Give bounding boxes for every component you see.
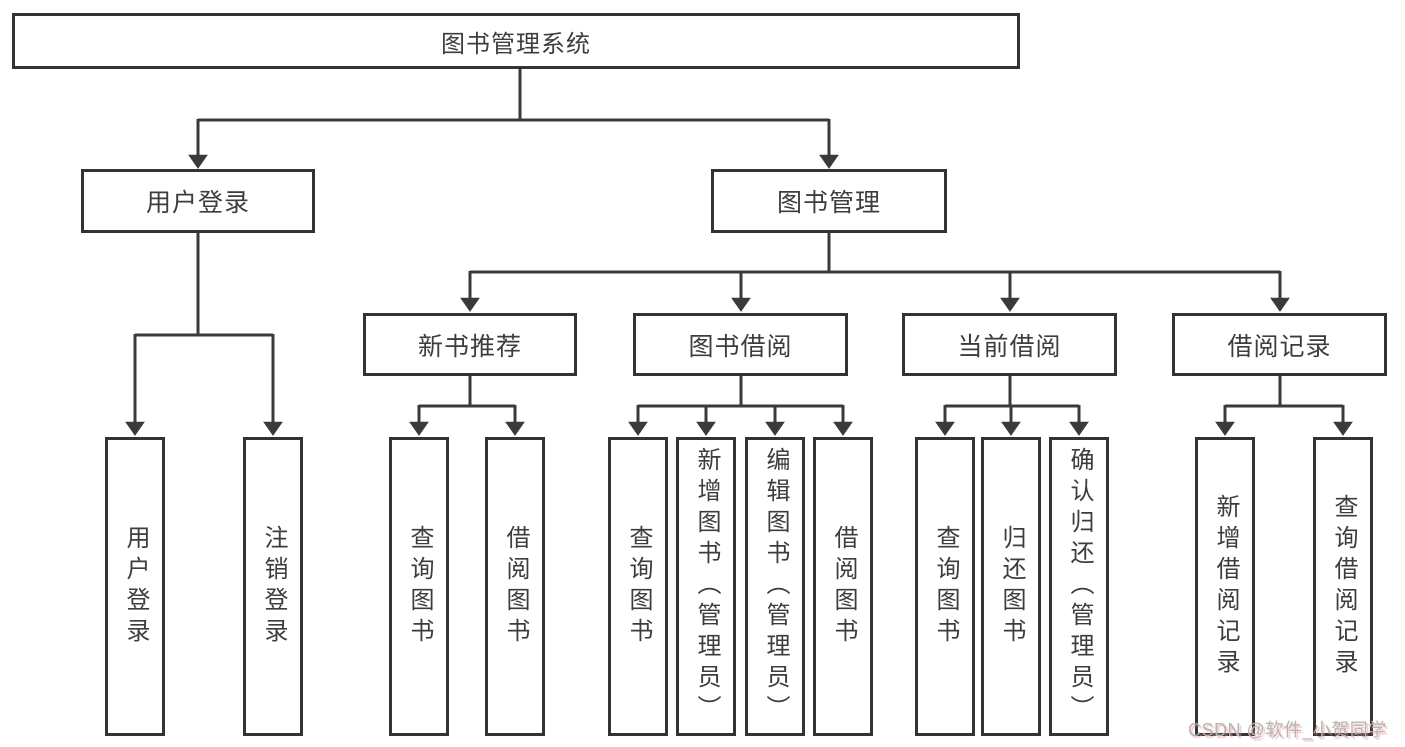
node-root: 图书管理系统 xyxy=(12,13,1020,69)
leaf-add-borrow-record: 新增借阅记录 xyxy=(1195,437,1255,736)
node-book-borrow-label: 图书借阅 xyxy=(688,332,793,361)
node-book-management: 图书管理 xyxy=(711,169,947,233)
leaf-confirm-return-admin-label: 确认归还（管理员） xyxy=(1066,447,1093,726)
leaf-query-borrow-record: 查询借阅记录 xyxy=(1313,437,1373,736)
leaf-query-book-borrow: 查询图书 xyxy=(608,437,668,736)
node-current-borrow-label: 当前借阅 xyxy=(957,332,1062,361)
node-root-label: 图书管理系统 xyxy=(441,30,591,58)
leaf-borrow-book-newbook-label: 借阅图书 xyxy=(502,524,529,649)
leaf-return-book-label: 归还图书 xyxy=(998,524,1025,649)
leaf-add-book-admin: 新增图书（管理员） xyxy=(676,437,736,736)
leaf-borrow-book-borrow-label: 借阅图书 xyxy=(830,524,857,649)
node-user-login-label: 用户登录 xyxy=(145,189,250,217)
leaf-add-book-admin-label: 新增图书（管理员） xyxy=(693,447,720,726)
leaf-query-book-newbook-label: 查询图书 xyxy=(406,524,433,649)
node-user-login: 用户登录 xyxy=(81,169,315,233)
leaf-logout-label: 注销登录 xyxy=(260,524,287,649)
csdn-watermark: CSDN @软件_小贺同学 xyxy=(1188,720,1387,740)
node-book-management-label: 图书管理 xyxy=(776,189,881,217)
node-new-book-recommend-label: 新书推荐 xyxy=(417,332,522,361)
leaf-query-book-current-label: 查询图书 xyxy=(932,524,959,649)
leaf-query-borrow-record-label: 查询借阅记录 xyxy=(1330,493,1357,680)
leaf-edit-book-admin-label: 编辑图书（管理员） xyxy=(762,447,789,726)
leaf-edit-book-admin: 编辑图书（管理员） xyxy=(745,437,805,736)
node-borrow-record-label: 借阅记录 xyxy=(1227,332,1332,361)
leaf-confirm-return-admin: 确认归还（管理员） xyxy=(1049,437,1109,736)
node-borrow-record: 借阅记录 xyxy=(1172,313,1387,376)
leaf-return-book: 归还图书 xyxy=(981,437,1041,736)
leaf-user-login: 用户登录 xyxy=(105,437,165,736)
node-new-book-recommend: 新书推荐 xyxy=(363,313,577,376)
leaf-query-book-borrow-label: 查询图书 xyxy=(625,524,652,649)
leaf-borrow-book-newbook: 借阅图书 xyxy=(485,437,545,736)
leaf-user-login-label: 用户登录 xyxy=(122,524,149,649)
node-book-borrow: 图书借阅 xyxy=(633,313,848,376)
node-current-borrow: 当前借阅 xyxy=(902,313,1117,376)
leaf-add-borrow-record-label: 新增借阅记录 xyxy=(1212,493,1239,680)
leaf-borrow-book-borrow: 借阅图书 xyxy=(813,437,873,736)
leaf-logout: 注销登录 xyxy=(243,437,303,736)
leaf-query-book-newbook: 查询图书 xyxy=(389,437,449,736)
leaf-query-book-current: 查询图书 xyxy=(915,437,975,736)
